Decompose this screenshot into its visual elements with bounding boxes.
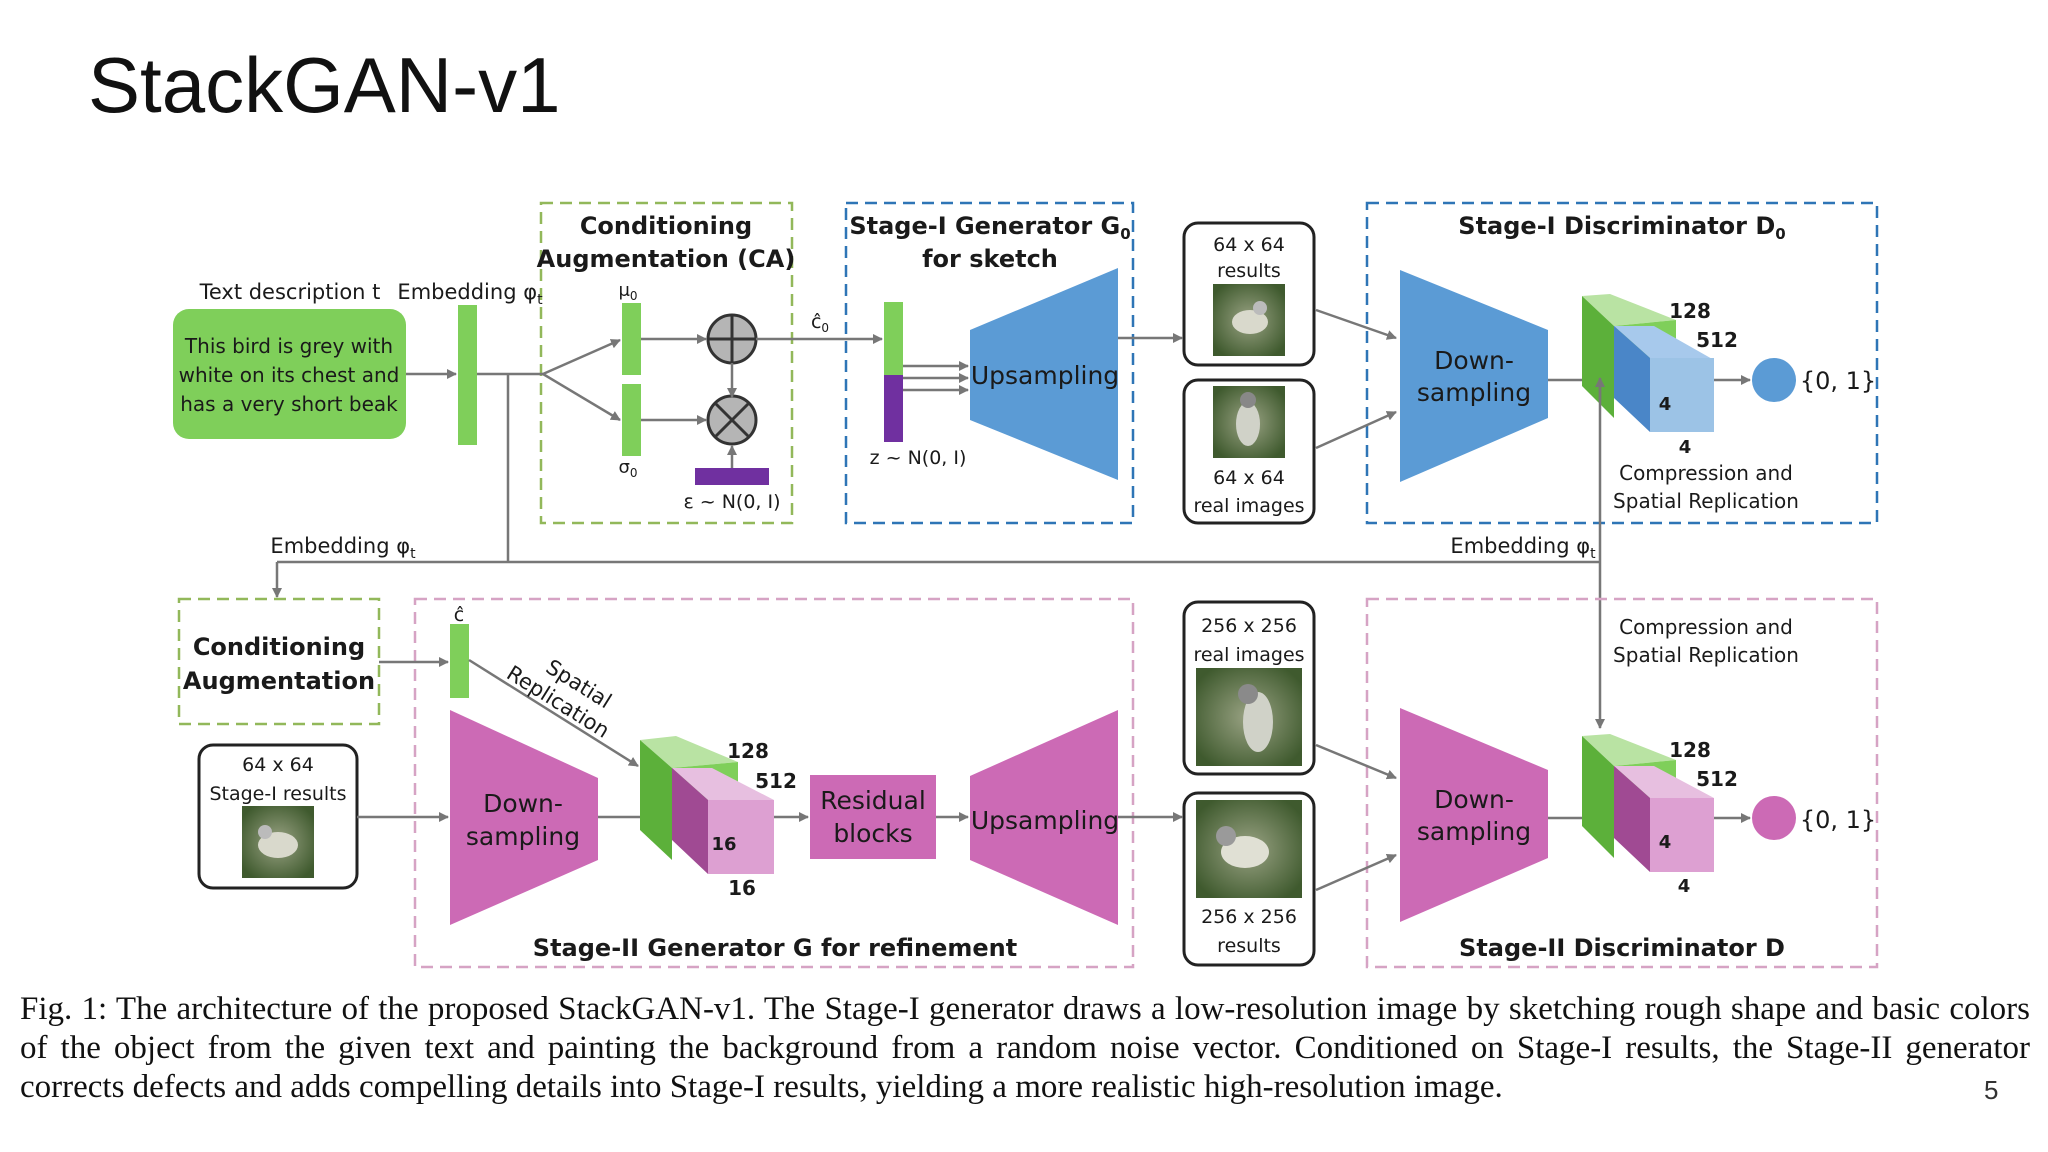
stage2-disc-dim-128: 128 bbox=[1669, 738, 1711, 762]
stage2-results-label-2: results bbox=[1217, 935, 1281, 957]
stage2-down-label-2: sampling bbox=[466, 822, 580, 851]
stage2-real-label-2: real images bbox=[1193, 644, 1304, 666]
stage2-disc-dim-4-inner: 4 bbox=[1659, 832, 1672, 853]
stage2-dim-16-inner: 16 bbox=[711, 834, 736, 855]
slide-title: StackGAN-v1 bbox=[88, 41, 561, 129]
stage1-down-label-2: sampling bbox=[1417, 378, 1531, 407]
stage2-down-label-1: Down- bbox=[483, 789, 563, 818]
mu-label: μ0 bbox=[618, 280, 637, 303]
stage1-dim-512: 512 bbox=[1696, 328, 1738, 352]
text-description-box bbox=[173, 309, 406, 439]
stage2-disc-feature-cube bbox=[1582, 734, 1714, 872]
text-description-line-3: has a very short beak bbox=[180, 392, 398, 416]
stage2-generator-title: Stage-II Generator G for refinement bbox=[533, 934, 1017, 962]
stage1-real-label-2: real images bbox=[1193, 495, 1304, 517]
stage1-compress-label-2: Spatial Replication bbox=[1613, 489, 1799, 513]
epsilon-label: ε ~ N(0, I) bbox=[683, 491, 780, 513]
text-description-line-1: This bird is grey with bbox=[184, 334, 393, 358]
residual-blocks bbox=[810, 775, 936, 859]
embedding-right-label: Embedding φt bbox=[1450, 534, 1596, 562]
stage2-feature-cube bbox=[640, 736, 774, 874]
stage2-results-label-1: 256 x 256 bbox=[1201, 906, 1297, 928]
stage1-dim-4-inner: 4 bbox=[1659, 394, 1672, 415]
stage2-upsampling-label: Upsampling bbox=[971, 806, 1119, 835]
embedding-label: Embedding φt bbox=[397, 280, 543, 308]
stage1-results-label-2: results bbox=[1217, 260, 1281, 282]
add-operator-icon bbox=[706, 313, 758, 365]
stage1-output-label: {0, 1} bbox=[1800, 367, 1876, 395]
stage2-dim-128: 128 bbox=[727, 739, 769, 763]
stage2-ca-label-2: Augmentation bbox=[183, 667, 375, 695]
stage1-generator-dashed-box bbox=[844, 201, 1135, 525]
condition-vector bbox=[884, 302, 903, 375]
ca-dashed-box bbox=[539, 201, 794, 525]
ca-title-2: Augmentation (CA) bbox=[537, 245, 796, 273]
stage1-generator-title-1: Stage-I Generator G0 bbox=[849, 212, 1130, 243]
stage1-feature-cube bbox=[1582, 294, 1714, 432]
stage1-upsampling-block bbox=[970, 268, 1118, 480]
z-noise-label: z ~ N(0, I) bbox=[870, 447, 967, 469]
stage2-result-bird-image bbox=[1196, 800, 1302, 898]
stage2-ca-label-1: Conditioning bbox=[193, 633, 365, 661]
stage2-disc-dim-4-bottom: 4 bbox=[1678, 876, 1691, 897]
stage2-c-hat-label: ĉ bbox=[454, 604, 464, 626]
stage1-dim-4-bottom: 4 bbox=[1679, 437, 1692, 458]
stage2-real-bird-image bbox=[1196, 668, 1302, 766]
stage1-generator-title-2: for sketch bbox=[922, 245, 1058, 273]
stage1-discriminator-title: Stage-I Discriminator D0 bbox=[1458, 212, 1785, 243]
figure-caption: Fig. 1: The architecture of the proposed… bbox=[20, 991, 2030, 1105]
stage2-discriminator-dashed-box bbox=[1365, 597, 1879, 969]
stage2-dim-16-bottom: 16 bbox=[728, 876, 756, 900]
stage2-real-label-1: 256 x 256 bbox=[1201, 615, 1297, 637]
embedding-left-label: Embedding φt bbox=[270, 534, 416, 562]
c-hat-label: ĉ0 bbox=[811, 311, 829, 335]
mu-vector bbox=[622, 303, 641, 375]
stage2-condition-vector bbox=[450, 624, 469, 698]
stage2-input-label-2: Stage-I results bbox=[209, 783, 346, 805]
stage1-upsampling-label: Upsampling bbox=[971, 361, 1119, 390]
stage2-downsampling-block bbox=[450, 710, 598, 925]
stage1-real-label-1: 64 x 64 bbox=[1213, 467, 1285, 489]
noise-vector bbox=[884, 375, 903, 442]
stage2-disc-dim-512: 512 bbox=[1696, 767, 1738, 791]
stage2-dim-512: 512 bbox=[755, 769, 797, 793]
residual-label-2: blocks bbox=[833, 819, 912, 848]
stage2-input-bird-image bbox=[242, 806, 314, 878]
stage1-downsampling-block bbox=[1400, 270, 1548, 482]
stage2-discriminator-title: Stage-II Discriminator D bbox=[1459, 934, 1785, 962]
stage1-discriminator-dashed-box bbox=[1365, 201, 1879, 525]
stage2-output-node bbox=[1752, 796, 1796, 840]
stage2-disc-down-label-1: Down- bbox=[1434, 785, 1514, 814]
spatial-replication-label: SpatialReplication bbox=[503, 639, 628, 743]
ca-title-1: Conditioning bbox=[580, 212, 752, 240]
stage1-down-label-1: Down- bbox=[1434, 346, 1514, 375]
stage2-output-label: {0, 1} bbox=[1800, 806, 1876, 834]
stage1-results-label-1: 64 x 64 bbox=[1213, 234, 1285, 256]
stage1-result-bird-image bbox=[1213, 284, 1285, 356]
stage1-output-node bbox=[1752, 358, 1796, 402]
text-description-line-2: white on its chest and bbox=[179, 363, 400, 387]
residual-label-1: Residual bbox=[820, 786, 926, 815]
page-number: 5 bbox=[1984, 1075, 1999, 1105]
stage1-dim-128: 128 bbox=[1669, 299, 1711, 323]
multiply-operator-icon bbox=[706, 394, 758, 446]
embedding-vector bbox=[458, 305, 477, 445]
stage2-compress-label-1: Compression and bbox=[1619, 615, 1793, 639]
sigma-vector bbox=[622, 384, 641, 456]
stage2-disc-downsampling-block bbox=[1400, 708, 1548, 922]
text-description-label: Text description t bbox=[199, 280, 381, 304]
stage2-ca-dashed-box bbox=[177, 597, 381, 726]
stage1-compress-label-1: Compression and bbox=[1619, 461, 1793, 485]
sigma-label: σ0 bbox=[618, 457, 637, 480]
epsilon-vector bbox=[695, 468, 769, 485]
stage2-compress-label-2: Spatial Replication bbox=[1613, 643, 1799, 667]
stage2-generator-dashed-box bbox=[413, 597, 1135, 969]
stage2-input-label-1: 64 x 64 bbox=[242, 754, 314, 776]
stage2-disc-down-label-2: sampling bbox=[1417, 817, 1531, 846]
stage1-real-bird-image bbox=[1213, 386, 1285, 458]
stage2-upsampling-block bbox=[970, 710, 1118, 925]
